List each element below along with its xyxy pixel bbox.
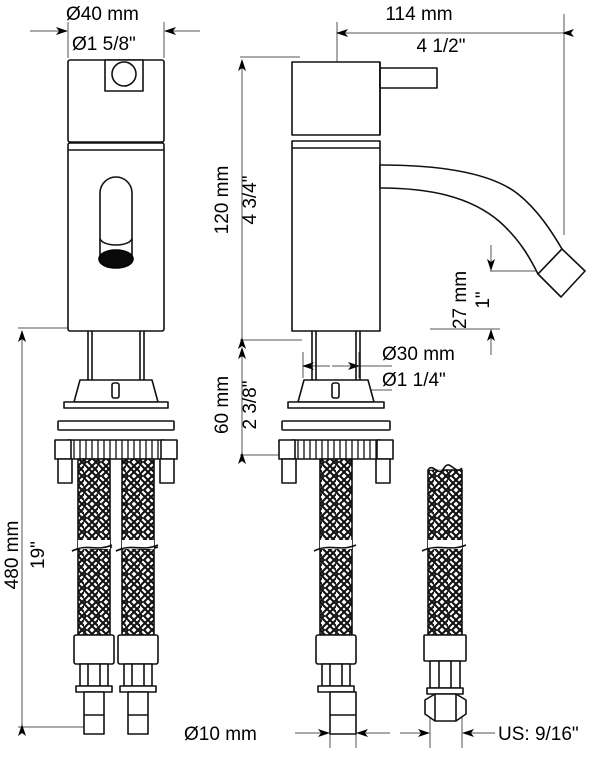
dim-body-diameter xyxy=(30,22,200,58)
label-shank-diameter-in: Ø1 1/4" xyxy=(382,370,446,391)
label-shank-length-in: 2 3/8" xyxy=(240,380,261,429)
label-hose-diameter: Ø10 mm xyxy=(184,724,257,745)
label-hose-length-mm: 480 mm xyxy=(2,521,23,590)
dim-body-height xyxy=(238,56,302,349)
front-elevation-view xyxy=(54,59,178,735)
side-elevation-view xyxy=(278,61,586,735)
label-hose-length-in: 19" xyxy=(28,541,49,569)
label-body-height-mm: 120 mm xyxy=(212,166,233,235)
supply-hose-detail-view xyxy=(421,464,467,722)
label-layer: Ø40 mm Ø1 5/8" 114 mm 4 1/2" 120 mm 4 3/… xyxy=(2,4,579,745)
dim-hose-thread xyxy=(400,716,495,748)
label-shank-length-mm: 60 mm xyxy=(212,376,233,434)
label-hose-thread: US: 9/16" xyxy=(498,724,579,745)
label-body-diameter-mm: Ø40 mm xyxy=(66,4,139,25)
label-body-height-in: 4 3/4" xyxy=(240,175,261,224)
label-outlet-height-mm: 27 mm xyxy=(450,271,471,329)
label-outlet-height-in: 1" xyxy=(473,291,494,308)
label-spout-reach-in: 4 1/2" xyxy=(416,36,465,57)
dim-spout-reach xyxy=(336,14,574,235)
dim-shank-diameter xyxy=(302,352,392,391)
label-spout-reach-mm: 114 mm xyxy=(385,4,452,25)
label-body-diameter-in: Ø1 5/8" xyxy=(72,34,136,55)
geometry-layer xyxy=(54,59,586,735)
label-shank-diameter-mm: Ø30 mm xyxy=(382,344,455,365)
